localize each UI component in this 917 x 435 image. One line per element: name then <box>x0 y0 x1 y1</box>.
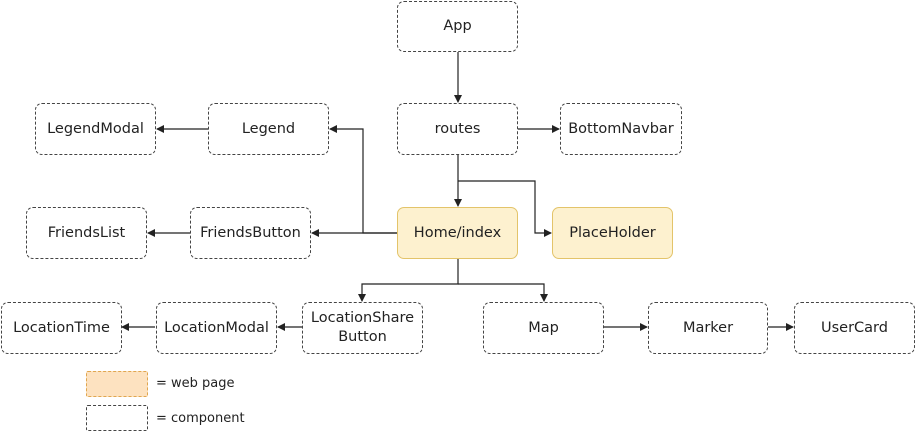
key-web-page-label: = web page <box>156 376 235 391</box>
node-app-label: App <box>443 18 472 35</box>
edge-home-split <box>358 259 459 302</box>
node-location-share-button: LocationShare Button <box>302 302 423 354</box>
node-marker: Marker <box>648 302 768 354</box>
node-bottom-navbar: BottomNavbar <box>560 103 682 155</box>
node-map: Map <box>483 302 604 354</box>
edge-home-map <box>458 283 548 302</box>
node-friends-button-label: FriendsButton <box>200 224 301 241</box>
node-user-card-label: UserCard <box>821 319 888 336</box>
edge-home-legend <box>329 125 397 234</box>
node-location-share-button-label-line1: LocationShare <box>310 310 415 327</box>
key-web-page-swatch <box>86 371 148 397</box>
node-place-holder-label: PlaceHolder <box>569 224 656 241</box>
node-app: App <box>397 1 518 52</box>
node-location-share-button-label-line2: Button <box>338 329 387 345</box>
node-location-time: LocationTime <box>1 302 122 354</box>
key-component-label: = component <box>156 411 245 426</box>
node-location-modal-label: LocationModal <box>164 319 269 336</box>
node-legend: Legend <box>208 103 329 155</box>
edge-routes-placeholder <box>458 180 552 237</box>
node-location-time-label: LocationTime <box>13 319 110 336</box>
node-routes-label: routes <box>434 120 481 137</box>
node-friends-list: FriendsList <box>26 207 147 259</box>
node-user-card: UserCard <box>794 302 915 354</box>
node-legend-label: Legend <box>241 120 296 137</box>
node-friends-list-label: FriendsList <box>47 224 126 241</box>
node-map-label: Map <box>528 319 559 336</box>
node-location-modal: LocationModal <box>156 302 277 354</box>
node-home-index-label: Home/index <box>413 224 502 241</box>
node-legend-modal-label: LegendModal <box>47 120 144 137</box>
node-marker-label: Marker <box>682 319 734 336</box>
node-home-index: Home/index <box>397 207 518 259</box>
node-routes: routes <box>397 103 518 155</box>
key-component-swatch <box>86 405 148 431</box>
node-bottom-navbar-label: BottomNavbar <box>568 120 674 137</box>
node-friends-button: FriendsButton <box>190 207 311 259</box>
node-legend-modal: LegendModal <box>35 103 156 155</box>
node-place-holder: PlaceHolder <box>552 207 673 259</box>
